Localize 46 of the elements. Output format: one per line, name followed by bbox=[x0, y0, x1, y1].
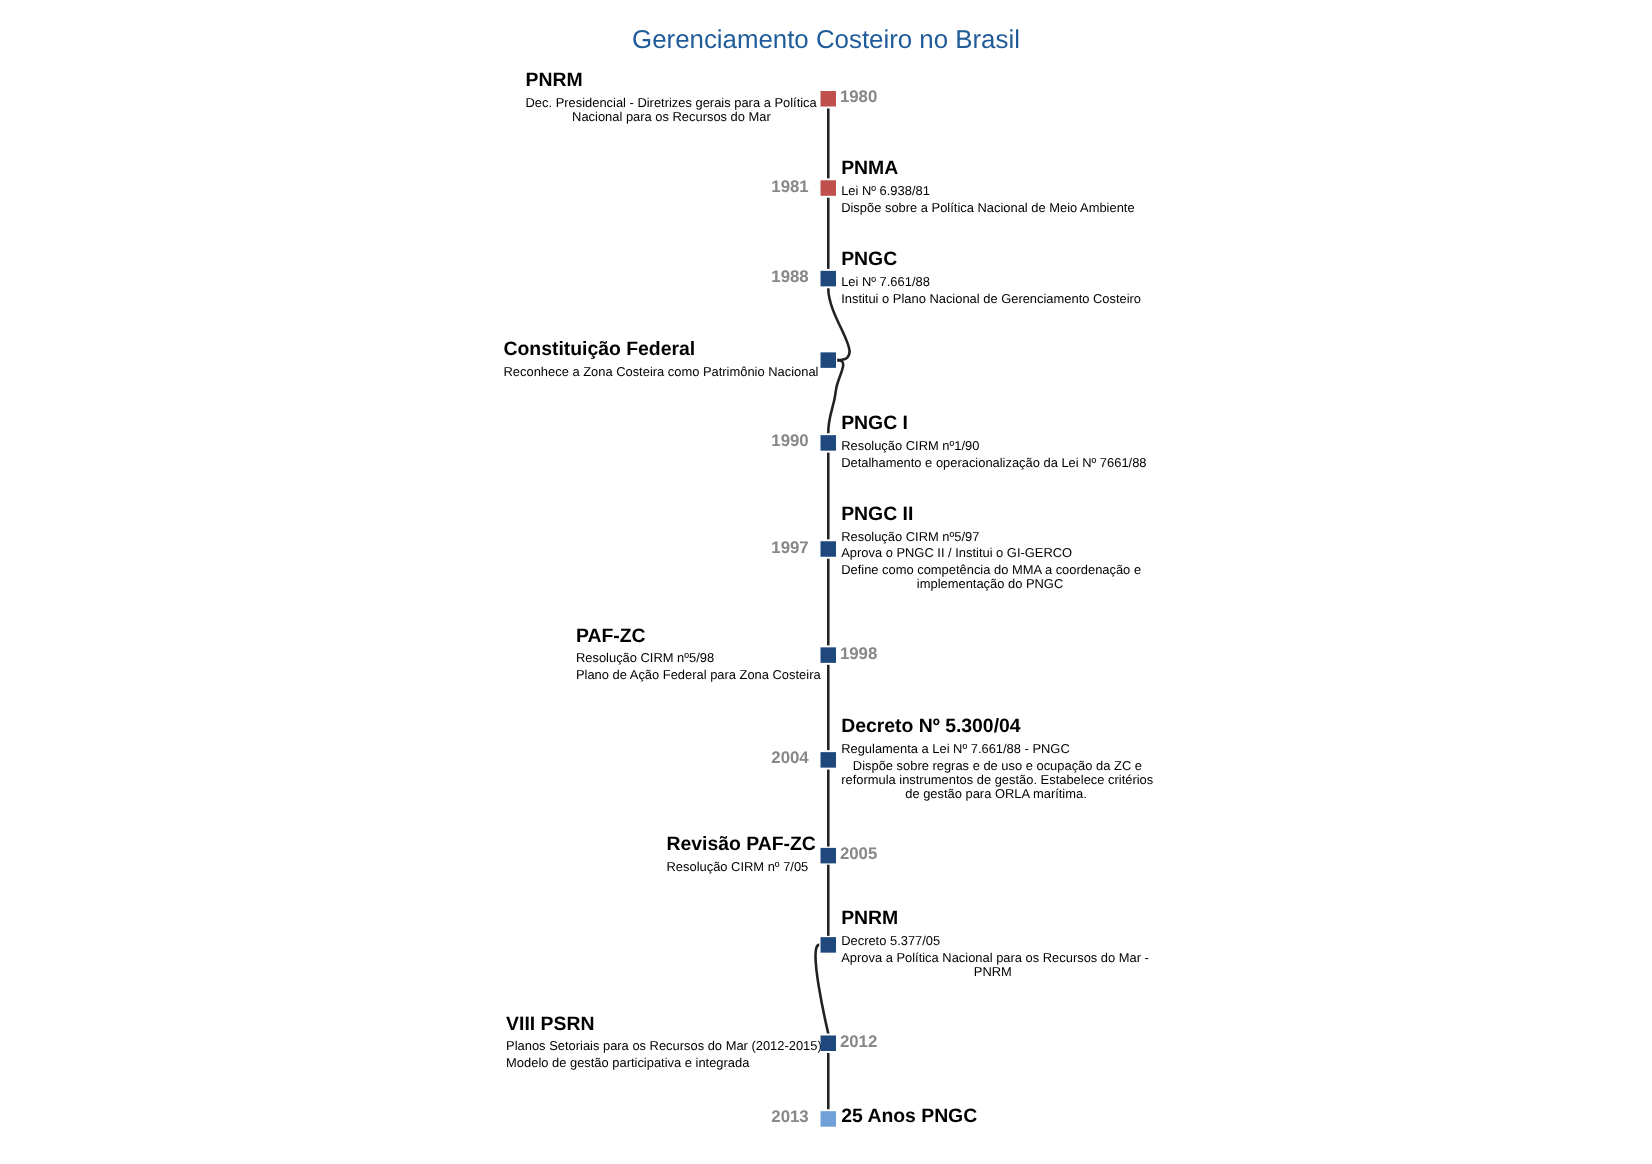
node-label: 1988 bbox=[771, 266, 809, 287]
connector bbox=[826, 197, 830, 269]
connector bbox=[826, 769, 830, 847]
connector bbox=[826, 108, 830, 179]
node-box bbox=[820, 647, 837, 663]
node-label: 1997 bbox=[771, 536, 809, 557]
node-label: PNMA bbox=[841, 158, 899, 181]
node-label: 25 Anos PNGC bbox=[841, 1106, 978, 1129]
node-box bbox=[820, 937, 837, 953]
node-label: 2005 bbox=[839, 843, 878, 864]
node-box bbox=[820, 1111, 837, 1127]
diagram-title: Gerenciamento Costeiro no Brasil bbox=[632, 24, 1020, 55]
node-box bbox=[820, 541, 837, 557]
node-box bbox=[820, 435, 837, 451]
node-label: PNRM bbox=[841, 908, 899, 931]
connector bbox=[814, 943, 830, 1034]
node-label: PNGC bbox=[841, 249, 898, 272]
node-label: Revisão PAF-ZC bbox=[666, 834, 816, 857]
connector bbox=[826, 1052, 830, 1110]
node-label: VIII PSRN bbox=[506, 1013, 595, 1036]
node-box bbox=[820, 352, 837, 368]
node-label: 2004 bbox=[771, 747, 809, 768]
connector bbox=[826, 452, 830, 540]
node-label: Decreto Nº 5.300/04 bbox=[841, 716, 1021, 739]
node-label: 1998 bbox=[839, 642, 878, 663]
connector bbox=[826, 558, 830, 646]
connector bbox=[826, 664, 830, 751]
node-box bbox=[820, 180, 837, 196]
node-label: PNRM bbox=[525, 70, 583, 93]
node-label: PAF-ZC bbox=[575, 625, 646, 648]
node-label: PNGC II bbox=[841, 503, 914, 526]
node-box bbox=[820, 752, 837, 768]
connector bbox=[826, 288, 851, 362]
node-label: Constituição Federal bbox=[503, 338, 696, 361]
connector bbox=[826, 864, 830, 936]
node-label: 2012 bbox=[839, 1030, 878, 1051]
node-box bbox=[820, 1035, 837, 1051]
node-label: 2013 bbox=[771, 1106, 809, 1127]
node-box bbox=[820, 847, 837, 864]
node-label: PNGC I bbox=[841, 413, 908, 436]
node-label: 1990 bbox=[771, 430, 809, 451]
node-label: 1980 bbox=[839, 86, 878, 107]
node-box bbox=[820, 91, 837, 107]
node-box bbox=[820, 270, 837, 287]
node-label: 1981 bbox=[771, 175, 809, 196]
connector bbox=[826, 358, 845, 434]
